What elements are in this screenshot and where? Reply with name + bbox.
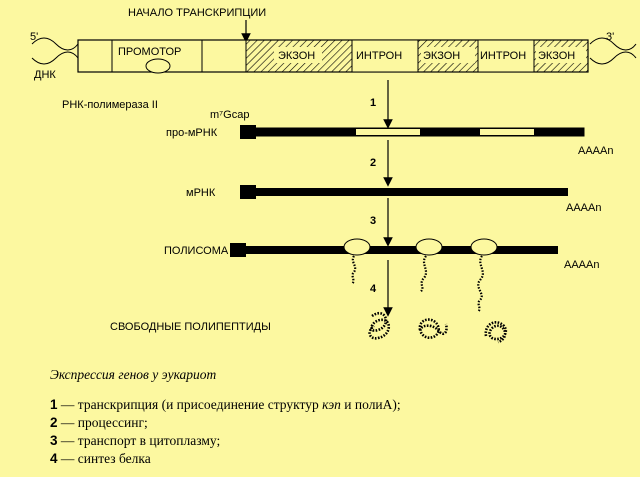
ribosome xyxy=(415,238,443,256)
nascent-chain xyxy=(351,255,484,313)
pro-mrna-intron-2 xyxy=(480,129,534,135)
pro-mrna-polya: AAAAn xyxy=(578,145,613,157)
transcription-start-label: НАЧАЛО ТРАНСКРИПЦИИ xyxy=(128,7,266,19)
exon-3-label: ЭКЗОН xyxy=(538,50,575,62)
mrna-label: мРНК xyxy=(186,187,216,199)
legend-num: 4 xyxy=(50,451,58,466)
polypeptide-coil xyxy=(368,312,508,344)
polysome-strand xyxy=(246,246,558,254)
step-4-number: 4 xyxy=(370,283,377,295)
legend-text: А); xyxy=(382,397,401,412)
pro-mrna-intron-1 xyxy=(356,129,420,135)
exon-1-label: ЭКЗОН xyxy=(278,50,315,62)
legend: Экспрессия генов у эукариот 1 — транскри… xyxy=(50,366,401,468)
free-polypeptides-label: СВОБОДНЫЕ ПОЛИПЕПТИДЫ xyxy=(110,321,271,333)
legend-item-3: 3 — транспорт в цитоплазму; xyxy=(50,432,401,450)
step-2-number: 2 xyxy=(370,157,376,169)
intron-1-label: ИНТРОН xyxy=(356,50,402,62)
exon-3-label-bg xyxy=(536,47,586,63)
step-3-number: 3 xyxy=(370,215,376,227)
exon-1-label-bg xyxy=(274,47,322,63)
polysome-polya: AAAAn xyxy=(564,259,599,271)
legend-text: — транскрипция (и присоединение структур xyxy=(57,397,323,412)
legend-text: — синтез белка xyxy=(57,451,151,466)
five-prime-label: 5' xyxy=(30,31,38,43)
legend-num: 2 xyxy=(50,415,58,430)
intron-2-label: ИНТРОН xyxy=(480,50,526,62)
ribosome xyxy=(343,238,371,256)
exon-2-label: ЭКЗОН xyxy=(423,50,460,62)
exon-2-label-bg xyxy=(421,47,475,63)
polysome-cap xyxy=(230,243,246,257)
legend-num: 3 xyxy=(50,433,58,448)
legend-item-2: 2 — процессинг; xyxy=(50,414,401,432)
legend-item-4: 4 — синтез белка xyxy=(50,450,401,468)
polysome-label: ПОЛИСОМА xyxy=(164,245,229,257)
mrna-polya: AAAAn xyxy=(566,202,601,214)
promoter-oval xyxy=(145,58,171,74)
three-prime-label: 3' xyxy=(606,31,614,43)
dna-helix-right xyxy=(589,37,637,65)
dna-label: ДНК xyxy=(34,69,56,81)
pro-mrna-label: про-мРНК xyxy=(166,127,218,139)
pro-mrna-cap xyxy=(240,125,256,139)
polymerase-label: РНК-полимераза II xyxy=(62,99,158,111)
cap-label: m⁷Gcap xyxy=(210,109,249,121)
legend-num: 1 xyxy=(50,397,58,412)
legend-text: — транспорт в цитоплазму; xyxy=(57,433,221,448)
mrna-cap xyxy=(240,185,256,199)
ribosome xyxy=(470,238,498,256)
step-1-number: 1 xyxy=(370,97,376,109)
intron-1 xyxy=(351,39,419,73)
promoter-label: ПРОМОТОР xyxy=(118,46,181,58)
mrna-strand xyxy=(256,188,568,196)
legend-item-1: 1 — транскрипция (и присоединение структ… xyxy=(50,396,401,414)
legend-em: кэп xyxy=(322,397,341,412)
legend-caption: Экспрессия генов у эукариот xyxy=(50,367,217,382)
legend-text: — процессинг; xyxy=(57,415,148,430)
legend-text: и поли xyxy=(340,397,383,412)
dna-helix-left xyxy=(31,37,79,65)
